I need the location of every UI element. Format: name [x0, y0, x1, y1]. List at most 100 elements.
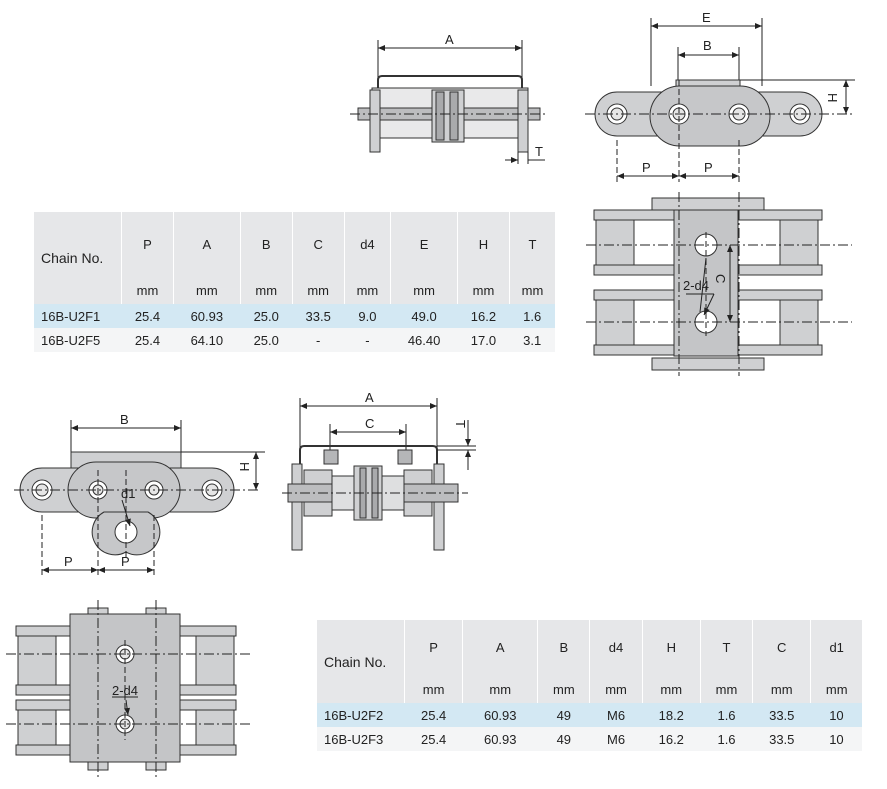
dim-p-label-2a: P	[64, 554, 73, 569]
dim-b-label-2: B	[120, 412, 129, 427]
table-cell: 18.2	[642, 703, 701, 727]
table-cell: 9.0	[344, 304, 391, 328]
plan-view-f1	[586, 192, 852, 376]
dim-p-label-2b: P	[121, 554, 130, 569]
table-row: 16B-U2F5 25.4 64.10 25.0 - - 46.40 17.0 …	[34, 328, 555, 352]
table-cell: -	[344, 328, 391, 352]
table-1-col-h: H	[456, 212, 510, 276]
table-1-col-b: B	[239, 212, 293, 276]
table-cell: 46.40	[390, 328, 458, 352]
table-2-unit: mm	[810, 675, 862, 703]
side-view-f1	[585, 18, 855, 182]
table-cell: 60.93	[462, 703, 538, 727]
table-cell: 49	[537, 727, 590, 751]
table-1-unit: mm	[508, 276, 555, 304]
table-cell: 1.6	[509, 304, 555, 328]
table-1-chain-cell: 16B-U2F1	[34, 304, 122, 328]
table-1-col-d4: d4	[343, 212, 391, 276]
table-row: 16B-U2F2 25.4 60.93 49 M6 18.2 1.6 33.5 …	[317, 703, 862, 727]
table-1-col-p: P	[121, 212, 174, 276]
table-cell: 25.4	[121, 304, 174, 328]
table-1-col-c: C	[291, 212, 345, 276]
dim-c-label-1: C	[713, 274, 728, 283]
table-2-col-h: H	[641, 620, 701, 675]
table-cell: 33.5	[292, 304, 345, 328]
table-row: 16B-U2F3 25.4 60.93 49 M6 16.2 1.6 33.5 …	[317, 727, 862, 751]
table-1-unit: mm	[291, 276, 345, 304]
table-1-col-a: A	[172, 212, 241, 276]
table-2-header-row: Chain No. P A B d4 H T C d1	[317, 620, 862, 703]
table-1-col-e: E	[390, 212, 458, 276]
dim-d1-label: d1	[121, 486, 135, 501]
table-1-unit: mm	[172, 276, 241, 304]
table-2-col-b: B	[537, 620, 590, 675]
front-view-f2	[282, 398, 476, 551]
table-2-col-d4: d4	[589, 620, 643, 675]
dim-h-label-2: H	[237, 462, 252, 471]
table-cell: 60.93	[462, 727, 538, 751]
table-cell: 25.4	[404, 727, 463, 751]
table-cell: 64.10	[173, 328, 241, 352]
table-2-col-t: T	[699, 620, 753, 675]
table-cell: -	[292, 328, 345, 352]
table-cell: M6	[589, 703, 643, 727]
table-2-unit: mm	[752, 675, 811, 703]
dim-p-label-1b: P	[704, 160, 713, 175]
table-row: 16B-U2F1 25.4 60.93 25.0 33.5 9.0 49.0 1…	[34, 304, 555, 328]
table-1-header-row: Chain No. P A B C d4 E H T	[34, 212, 555, 304]
table-1-col-t: T	[508, 212, 555, 276]
spec-table-1: Chain No. P A B C d4 E H T mm mm mm mm m…	[34, 212, 555, 352]
table-2-unit: mm	[641, 675, 701, 703]
dim-a-label-1: A	[445, 32, 454, 47]
table-2-col-p: P	[403, 620, 463, 675]
table-cell: 10	[810, 727, 862, 751]
table-cell: 25.4	[404, 703, 463, 727]
table-cell: 16.2	[457, 304, 510, 328]
table-cell: 1.6	[700, 727, 753, 751]
table-2-col-d1: d1	[810, 620, 862, 675]
dim-t-label-2: T	[453, 420, 468, 428]
table-2-chain-cell: 16B-U2F2	[317, 703, 405, 727]
table-cell: 25.0	[240, 328, 293, 352]
table-1-chain-no-header: Chain No.	[34, 212, 122, 304]
table-2-col-a: A	[462, 620, 538, 675]
dim-t-label-1: T	[535, 144, 543, 159]
dim-c-label-2: C	[365, 416, 374, 431]
table-cell: 33.5	[752, 703, 811, 727]
side-view-f2	[14, 420, 265, 578]
table-1-unit: mm	[121, 276, 174, 304]
dim-d4-label-1: 2-d4	[683, 278, 709, 293]
table-cell: 17.0	[457, 328, 510, 352]
table-cell: 33.5	[752, 727, 811, 751]
dim-b-label-1: B	[703, 38, 712, 53]
table-1-unit-row: mm mm mm mm mm mm mm mm	[34, 276, 555, 304]
dim-d4-label-2: 2-d4	[112, 683, 138, 698]
table-1-unit: mm	[343, 276, 391, 304]
table-cell: 49.0	[390, 304, 458, 328]
table-2-unit: mm	[699, 675, 753, 703]
table-cell: 3.1	[509, 328, 555, 352]
table-1-unit: mm	[239, 276, 293, 304]
top-view-f1	[350, 40, 548, 164]
table-2-unit: mm	[462, 675, 538, 703]
table-1-unit: mm	[390, 276, 458, 304]
table-2-unit-row: mm mm mm mm mm mm mm mm	[317, 675, 862, 703]
table-2-chain-no-header: Chain No.	[317, 620, 405, 703]
table-cell: 16.2	[642, 727, 701, 751]
table-cell: 25.4	[121, 328, 174, 352]
table-1-chain-cell: 16B-U2F5	[34, 328, 122, 352]
table-cell: 60.93	[173, 304, 241, 328]
table-2-unit: mm	[589, 675, 643, 703]
table-1-unit: mm	[456, 276, 510, 304]
dim-h-label-1: H	[825, 93, 840, 102]
table-2-col-c: C	[752, 620, 811, 675]
dim-e-label: E	[702, 10, 711, 25]
table-cell: 49	[537, 703, 590, 727]
dim-p-label-1a: P	[642, 160, 651, 175]
spec-table-2: Chain No. P A B d4 H T C d1 mm mm mm mm …	[317, 620, 862, 751]
table-cell: M6	[589, 727, 643, 751]
table-cell: 10	[810, 703, 862, 727]
table-2-chain-cell: 16B-U2F3	[317, 727, 405, 751]
dim-a-label-2: A	[365, 390, 374, 405]
